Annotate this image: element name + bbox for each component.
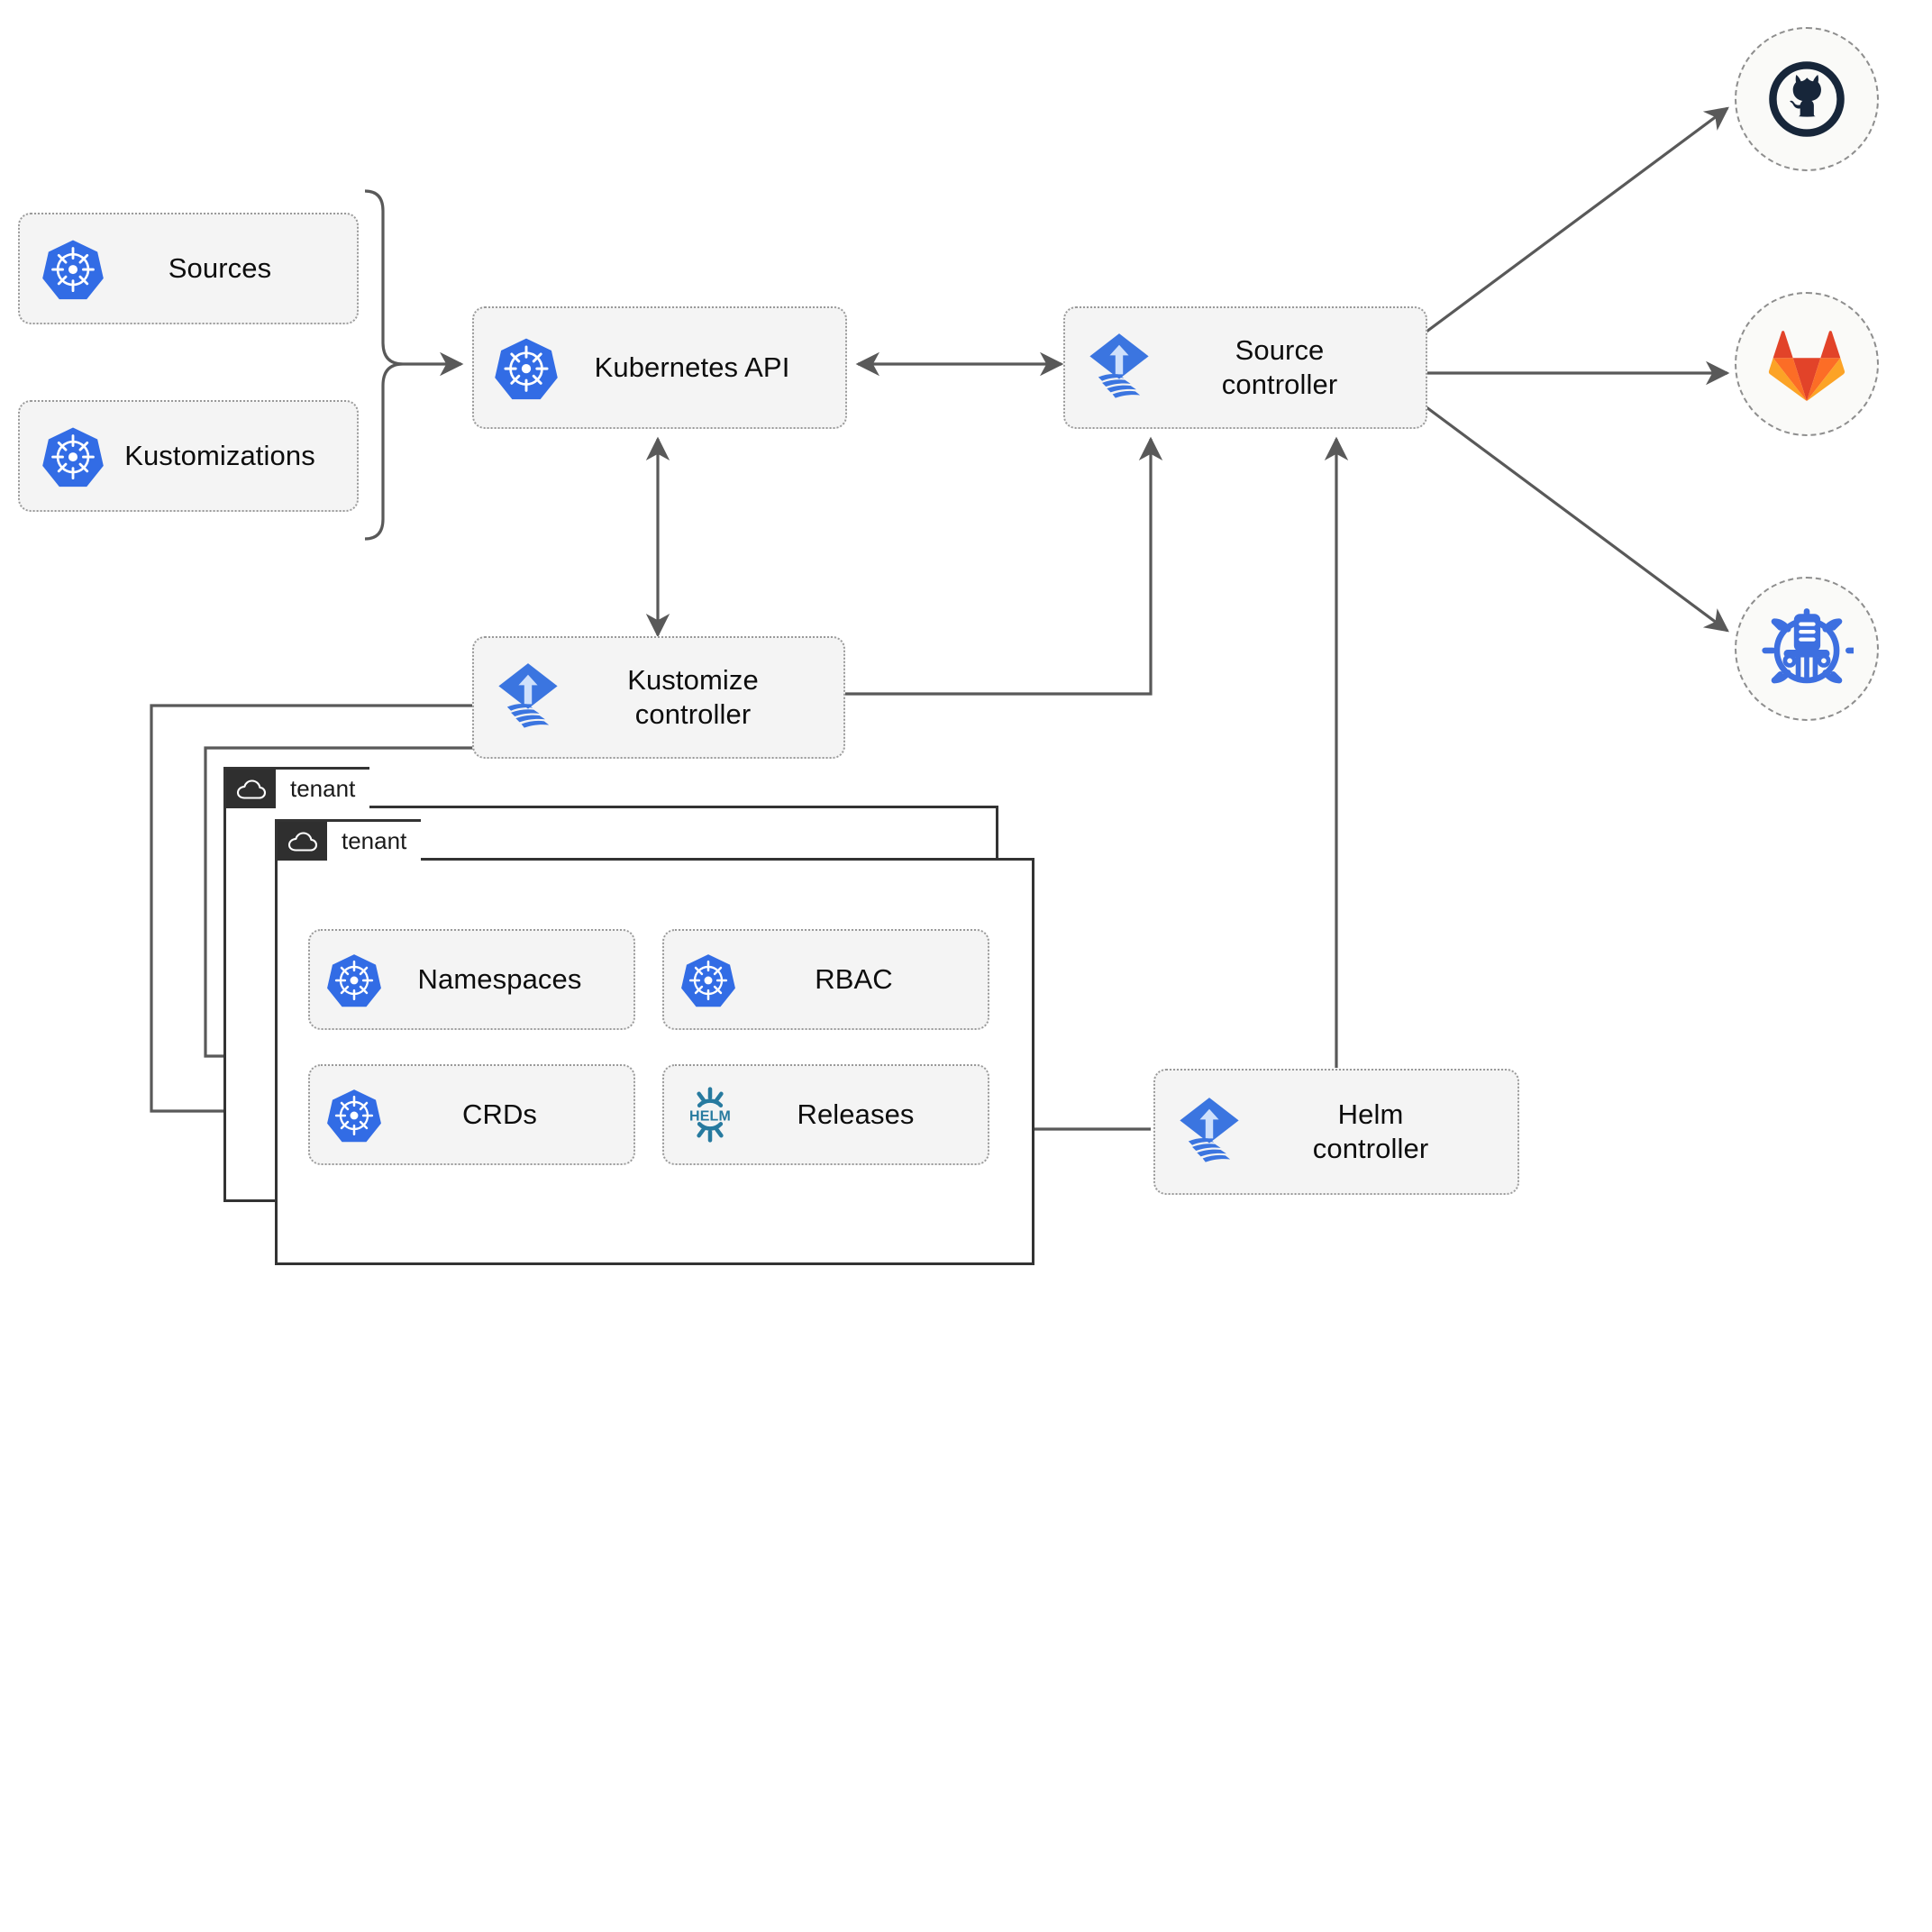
- kubernetes-icon: [326, 1087, 382, 1143]
- node-releases[interactable]: HELM Releases: [662, 1064, 989, 1165]
- node-kustomize-controller[interactable]: Kustomize controller: [472, 636, 845, 759]
- node-label: Source controller: [1221, 334, 1338, 400]
- node-label: Kustomizations: [124, 440, 315, 472]
- helm-repository-icon: [1762, 608, 1854, 684]
- kubernetes-icon: [326, 952, 382, 1007]
- node-label: RBAC: [815, 963, 893, 996]
- github-icon: [1769, 61, 1845, 137]
- node-label: Helm controller: [1312, 1098, 1429, 1164]
- cloud-icon: [275, 819, 327, 861]
- provider-gitlab[interactable]: [1735, 292, 1879, 436]
- node-label: Releases: [797, 1098, 915, 1131]
- kubernetes-icon: [494, 335, 559, 400]
- node-rbac[interactable]: RBAC: [662, 929, 989, 1030]
- node-label: Namespaces: [417, 963, 582, 996]
- provider-github[interactable]: [1735, 27, 1879, 171]
- kubernetes-icon: [41, 424, 105, 488]
- node-crds[interactable]: CRDs: [308, 1064, 635, 1165]
- tenant-tab-back: tenant: [223, 767, 370, 808]
- node-label: Kubernetes API: [594, 351, 790, 384]
- svg-text:HELM: HELM: [689, 1109, 731, 1125]
- node-sources[interactable]: Sources: [18, 213, 359, 324]
- provider-helm-repository[interactable]: [1735, 577, 1879, 721]
- edge-kustomize-to-source-controller: [843, 436, 1163, 696]
- helm-icon: HELM: [680, 1085, 740, 1144]
- kubernetes-icon: [680, 952, 736, 1007]
- edge-source-to-github: [1426, 106, 1729, 333]
- node-kubernetes-api[interactable]: Kubernetes API: [472, 306, 847, 429]
- node-kustomizations[interactable]: Kustomizations: [18, 400, 359, 512]
- flux-icon: [1175, 1096, 1244, 1168]
- node-label: Sources: [168, 252, 272, 285]
- kubernetes-icon: [41, 237, 105, 300]
- gitlab-icon: [1768, 331, 1845, 402]
- node-source-controller[interactable]: Source controller: [1063, 306, 1427, 429]
- tenant-tab-front: tenant: [275, 819, 422, 861]
- tenant-container-front[interactable]: tenant: [275, 819, 1034, 1265]
- tenant-label-back: tenant: [276, 767, 370, 808]
- edge-bracket-sources-group: [364, 189, 404, 541]
- flux-icon: [494, 661, 562, 734]
- edge-source-to-bucket: [1426, 406, 1729, 633]
- flux-icon: [1085, 332, 1153, 404]
- tenant-label-front: tenant: [327, 819, 422, 861]
- cloud-icon: [223, 767, 276, 808]
- node-namespaces[interactable]: Namespaces: [308, 929, 635, 1030]
- node-helm-controller[interactable]: Helm controller: [1153, 1069, 1519, 1195]
- node-label: Kustomize controller: [627, 664, 759, 730]
- node-label: CRDs: [461, 1098, 538, 1131]
